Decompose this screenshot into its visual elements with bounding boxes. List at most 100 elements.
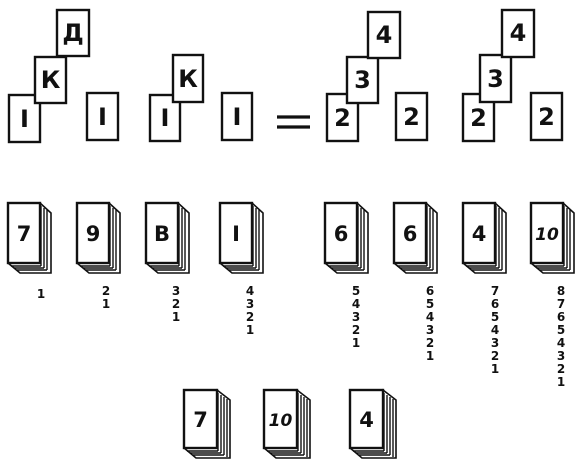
deck-counts-1: 1 <box>37 287 45 301</box>
count: 2 <box>426 336 434 350</box>
card-label: 2 <box>403 103 420 131</box>
deck-7: 4 <box>461 201 507 274</box>
card: 2 <box>325 92 360 143</box>
count: 1 <box>557 375 565 389</box>
deck-3: В <box>144 201 190 274</box>
deck-label: 4 <box>472 222 487 246</box>
count: 6 <box>426 284 434 298</box>
count: 5 <box>352 284 360 298</box>
count: 2 <box>246 310 254 324</box>
deck-label: 7 <box>193 408 208 432</box>
card-label: 4 <box>510 19 527 47</box>
count: 2 <box>172 297 180 311</box>
deck-label: 10 <box>269 411 293 431</box>
deck-counts-8: 8 7 6 5 4 3 2 1 <box>557 284 565 389</box>
deck-label: 9 <box>86 222 101 246</box>
deck-label: I <box>232 222 240 246</box>
deck-label: В <box>154 222 170 246</box>
count: 2 <box>491 349 499 363</box>
count: 5 <box>557 323 565 337</box>
card: 4 <box>366 10 402 60</box>
deck-counts-3: 3 2 1 <box>172 284 180 324</box>
deck-label: 7 <box>17 222 32 246</box>
count: 7 <box>557 297 565 311</box>
deck-4: I <box>218 201 264 274</box>
deck-counts-2: 2 1 <box>102 284 110 311</box>
count: 7 <box>491 284 499 298</box>
card: К <box>171 53 205 104</box>
deck-2: 9 <box>75 201 121 274</box>
count: 2 <box>352 323 360 337</box>
card-label: 3 <box>354 66 371 94</box>
count: 1 <box>246 323 254 337</box>
count: 2 <box>557 362 565 376</box>
deck-counts-4: 4 3 2 1 <box>246 284 254 337</box>
count: 3 <box>491 336 499 350</box>
count: 2 <box>102 284 110 298</box>
deck-label: 10 <box>535 225 559 245</box>
card: 3 <box>478 53 513 104</box>
bottom-deck-1: 7 <box>182 388 231 459</box>
deck-8: 10 <box>529 201 575 274</box>
card: Д <box>55 8 91 58</box>
count: 4 <box>246 284 254 298</box>
bottom-deck-2: 10 <box>262 388 311 459</box>
card-group-2: I I К <box>148 53 254 143</box>
card: 3 <box>345 55 380 105</box>
card-label: 2 <box>538 103 555 131</box>
card-label: 2 <box>334 104 351 132</box>
count: 3 <box>426 323 434 337</box>
count: 4 <box>491 323 499 337</box>
card-group-3: 2 2 3 4 <box>325 10 429 143</box>
count: 3 <box>557 349 565 363</box>
deck-6: 6 <box>392 201 438 274</box>
count: 5 <box>426 297 434 311</box>
count: 1 <box>172 310 180 324</box>
card-label: Д <box>62 19 83 47</box>
card-group-4: 2 2 3 4 <box>461 8 564 143</box>
card-label: I <box>161 104 170 132</box>
deck-label: 6 <box>334 222 349 246</box>
count: 3 <box>352 310 360 324</box>
count: 1 <box>37 287 45 301</box>
card: I <box>148 93 182 143</box>
equals-sign: = <box>277 115 310 129</box>
card: К <box>33 55 68 105</box>
deck-1: 7 <box>6 201 52 274</box>
card-label: I <box>20 105 29 133</box>
count: 8 <box>557 284 565 298</box>
count: 3 <box>172 284 180 298</box>
card-label: I <box>98 103 107 131</box>
card: I <box>85 91 120 142</box>
card: 4 <box>500 8 536 59</box>
count: 1 <box>426 349 434 363</box>
count: 1 <box>352 336 360 350</box>
deck-label: 4 <box>359 408 374 432</box>
deck-5: 6 <box>323 201 369 274</box>
card-label: К <box>178 65 198 93</box>
count: 1 <box>491 362 499 376</box>
card: I <box>220 91 254 142</box>
deck-counts-7: 7 6 5 4 3 2 1 <box>491 284 499 376</box>
count: 4 <box>557 336 565 350</box>
deck-counts-6: 6 5 4 3 2 1 <box>426 284 434 363</box>
card: 2 <box>394 91 429 142</box>
bottom-deck-3: 4 <box>348 388 397 459</box>
count: 5 <box>491 310 499 324</box>
card-label: I <box>233 103 242 131</box>
count: 6 <box>557 310 565 324</box>
card-group-1: I I К Д <box>7 8 120 144</box>
count: 4 <box>426 310 434 324</box>
deck-label: 6 <box>403 222 418 246</box>
deck-counts-5: 5 4 3 2 1 <box>352 284 360 350</box>
card-label: К <box>41 66 61 94</box>
count: 1 <box>102 297 110 311</box>
card: 2 <box>529 91 564 142</box>
card-label: 4 <box>376 21 393 49</box>
count: 4 <box>352 297 360 311</box>
count: 3 <box>246 297 254 311</box>
count: 6 <box>491 297 499 311</box>
card-label: 2 <box>470 104 487 132</box>
card-label: 3 <box>487 65 504 93</box>
